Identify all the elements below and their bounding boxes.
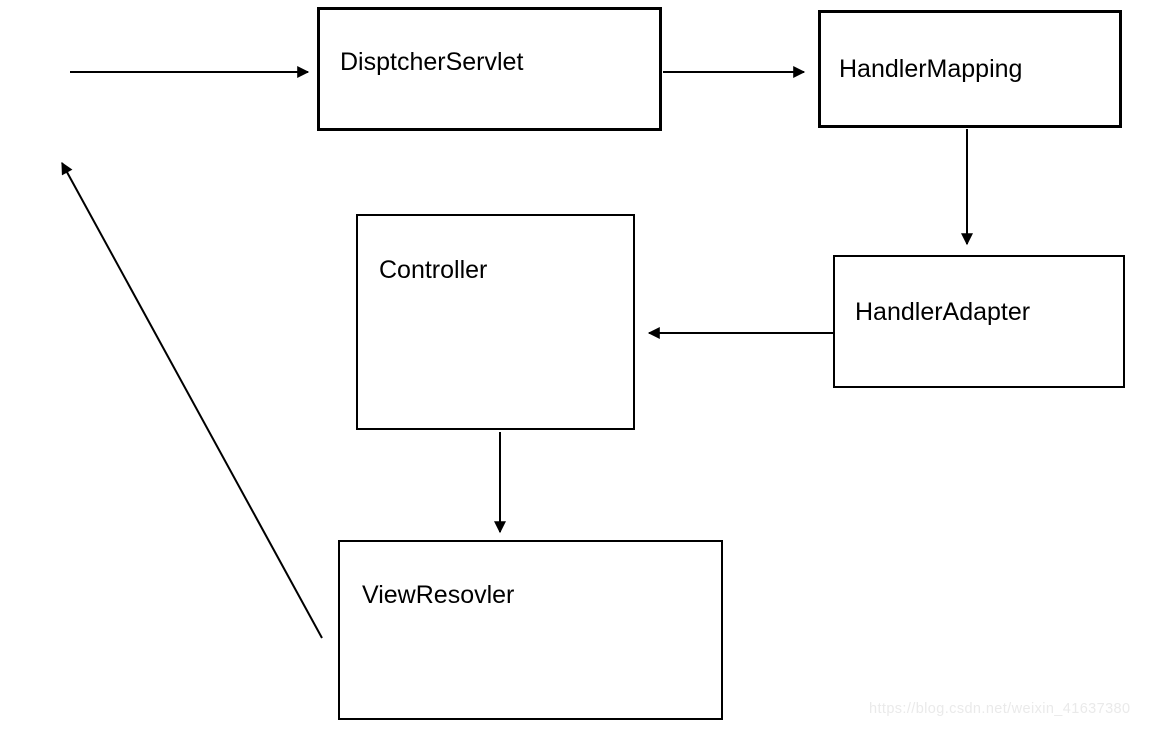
node-dispatcher-servlet-label: DisptcherServlet <box>340 48 524 76</box>
arrow-return-diagonal <box>61 161 323 639</box>
node-controller: Controller <box>356 214 635 430</box>
node-handler-mapping: HandlerMapping <box>818 10 1122 128</box>
node-dispatcher-servlet: DisptcherServlet <box>317 7 662 131</box>
node-handler-adapter-label: HandlerAdapter <box>855 298 1031 326</box>
node-view-resolver-label: ViewResovler <box>362 581 515 609</box>
node-view-resolver: ViewResovler <box>338 540 723 720</box>
watermark-text: https://blog.csdn.net/weixin_41637380 <box>869 701 1131 717</box>
node-controller-label: Controller <box>379 256 488 284</box>
node-handler-adapter: HandlerAdapter <box>833 255 1125 388</box>
node-handler-mapping-label: HandlerMapping <box>839 55 1023 83</box>
